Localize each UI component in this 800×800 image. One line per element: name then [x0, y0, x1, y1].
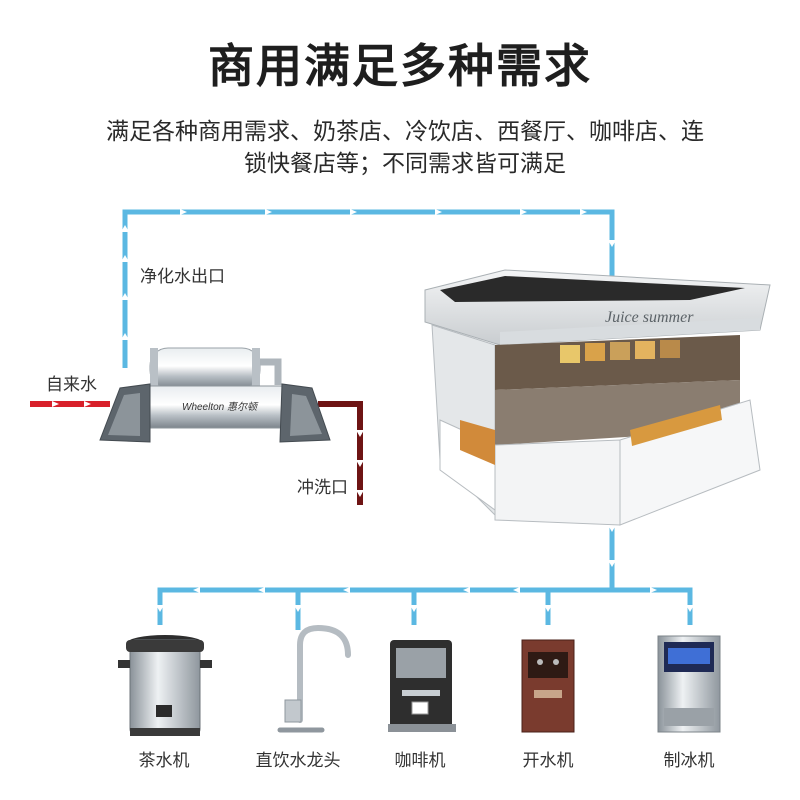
purified-outlet-label: 净化水出口 [140, 267, 225, 287]
filter-brand-text: Wheelton 惠尔顿 [182, 401, 259, 413]
tap-water-label: 自来水 [46, 375, 97, 395]
device-label: 直饮水龙头 [255, 751, 341, 771]
coffee-machine-icon [388, 640, 456, 732]
flush-pipe [318, 401, 364, 505]
device-label: 制冰机 [663, 751, 715, 771]
page-subtitle: 满足各种商用需求、奶茶店、冷饮店、西餐厅、咖啡店、连锁快餐店等；不同需求皆可满足 [106, 119, 704, 177]
filter-unit-icon: Wheelton 惠尔顿 [99, 347, 331, 443]
page-title: 商用满足多种需求 [208, 39, 592, 93]
device-label: 茶水机 [138, 751, 190, 771]
faucet-icon [277, 624, 351, 733]
device-label: 开水机 [522, 751, 574, 771]
water-dispenser-icon [521, 639, 575, 733]
flush-outlet-label: 冲洗口 [297, 478, 348, 498]
device-label: 咖啡机 [394, 751, 446, 771]
tap-water-pipe [30, 401, 110, 407]
ice-machine-icon [657, 635, 721, 733]
tea-urn-icon [118, 635, 212, 736]
kiosk-shop-icon: Juice summer [424, 269, 771, 526]
kiosk-sign-text: Juice summer [605, 309, 694, 326]
